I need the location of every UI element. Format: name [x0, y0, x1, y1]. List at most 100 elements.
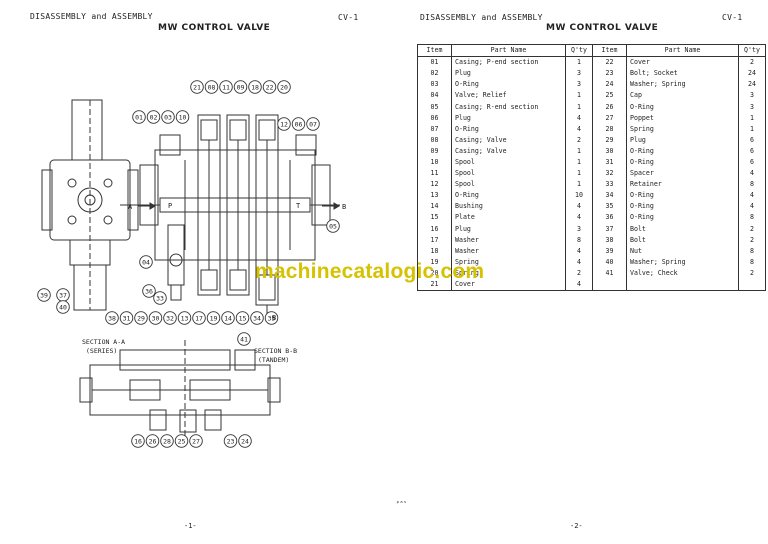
callout-circle [148, 311, 163, 325]
part-qty: 4 [738, 190, 766, 202]
part-qty: 4 [565, 245, 593, 257]
callout-circle [119, 311, 134, 325]
part-item: 37 [592, 223, 627, 235]
callout-circle [204, 80, 219, 94]
part-item: 16 [417, 223, 452, 235]
part-item: 03 [417, 79, 452, 91]
callout-circle [145, 434, 160, 448]
callout-number: 17 [195, 314, 203, 322]
part-item [592, 278, 627, 292]
label-b-small: B [272, 314, 276, 322]
part-name: Washer [451, 234, 566, 246]
callout-circle [134, 311, 148, 325]
part-item: 23 [592, 68, 627, 80]
callout-circle [221, 311, 235, 325]
arrow-b-label: B [342, 203, 346, 211]
callout-number: 03 [164, 113, 172, 121]
callout-number: 35 [268, 314, 276, 322]
callout-circle [105, 311, 119, 325]
callout-number: 38 [108, 314, 116, 322]
callout-circle [175, 110, 190, 124]
part-name: Casing; R-end section [451, 101, 566, 113]
arrow-a-label: A [128, 203, 133, 211]
part-qty: 4 [565, 256, 593, 268]
part-qty: 6 [738, 134, 766, 146]
part-item: 13 [417, 190, 452, 202]
part-item: 32 [592, 168, 627, 180]
callout-circle [248, 80, 262, 94]
part-name: Casing; Valve [451, 134, 566, 146]
part-name: O-Ring [626, 145, 739, 157]
label-p: P [168, 202, 172, 210]
side-view [41, 99, 139, 311]
part-qty: 2 [565, 267, 593, 279]
callout-circle [56, 300, 70, 314]
callout-number: 08 [208, 83, 216, 91]
part-name: Bushing [451, 201, 566, 213]
watermark: machinecatalogic.com [255, 260, 485, 283]
part-qty: 1 [565, 145, 593, 157]
callout-circle [291, 117, 306, 131]
part-qty: 2 [738, 234, 766, 246]
part-item: 30 [592, 145, 627, 157]
callout-number: 37 [59, 291, 67, 299]
part-qty: 1 [738, 112, 766, 124]
part-item: 38 [592, 234, 627, 246]
right-page-number: -2- [570, 522, 583, 530]
part-item: 22 [592, 56, 627, 69]
part-item: 39 [592, 245, 627, 257]
col-item-2: Item [592, 43, 627, 58]
col-qty-2: Q'ty [738, 43, 766, 58]
part-qty: 24 [738, 68, 766, 80]
callout-circle [233, 80, 248, 94]
part-qty: 8 [565, 234, 593, 246]
part-item: 25 [592, 90, 627, 102]
part-item: 04 [417, 90, 452, 102]
part-qty: 1 [565, 168, 593, 180]
part-name: Valve; Relief [451, 90, 566, 102]
callout-number: 10 [179, 113, 187, 121]
callout-number: 01 [135, 113, 143, 121]
part-item: 02 [417, 68, 452, 80]
part-name: Cover [626, 56, 739, 69]
left-title: MW CONTROL VALVE [158, 23, 271, 33]
part-name: Poppet [626, 112, 739, 124]
part-qty: 1 [565, 101, 593, 113]
callout-number: 11 [222, 83, 230, 91]
part-name: Casing; P-end section [451, 56, 566, 69]
callout-number: 05 [329, 222, 337, 230]
right-title: MW CONTROL VALVE [546, 23, 659, 33]
part-qty: 3 [565, 223, 593, 235]
callout-circle [264, 311, 279, 325]
callout-number: 16 [134, 437, 142, 445]
callout-circle [189, 434, 203, 448]
callout-number: 23 [227, 437, 235, 445]
callout-number: 25 [178, 437, 186, 445]
part-item: 35 [592, 201, 627, 213]
part-name: Plate [451, 212, 566, 224]
callout-circle [146, 110, 161, 124]
table-header-row: Item Part Name Q'ty Item Part Name Q'ty [417, 43, 766, 58]
callout-number: 18 [251, 83, 259, 91]
part-name: Retainer [626, 179, 739, 191]
section-views [79, 340, 281, 440]
callout-number: 24 [241, 437, 249, 445]
part-qty: 8 [738, 245, 766, 257]
part-qty: 1 [565, 179, 593, 191]
part-item: 26 [592, 101, 627, 113]
col-part-name-2: Part Name [626, 43, 739, 58]
part-item: 17 [417, 234, 452, 246]
callout-circle [153, 291, 167, 305]
part-item: 12 [417, 179, 452, 191]
part-qty: 4 [565, 212, 593, 224]
part-item: 36 [592, 212, 627, 224]
part-name: O-Ring [451, 190, 566, 202]
part-qty: 24 [738, 79, 766, 91]
callout-circle [174, 434, 189, 448]
